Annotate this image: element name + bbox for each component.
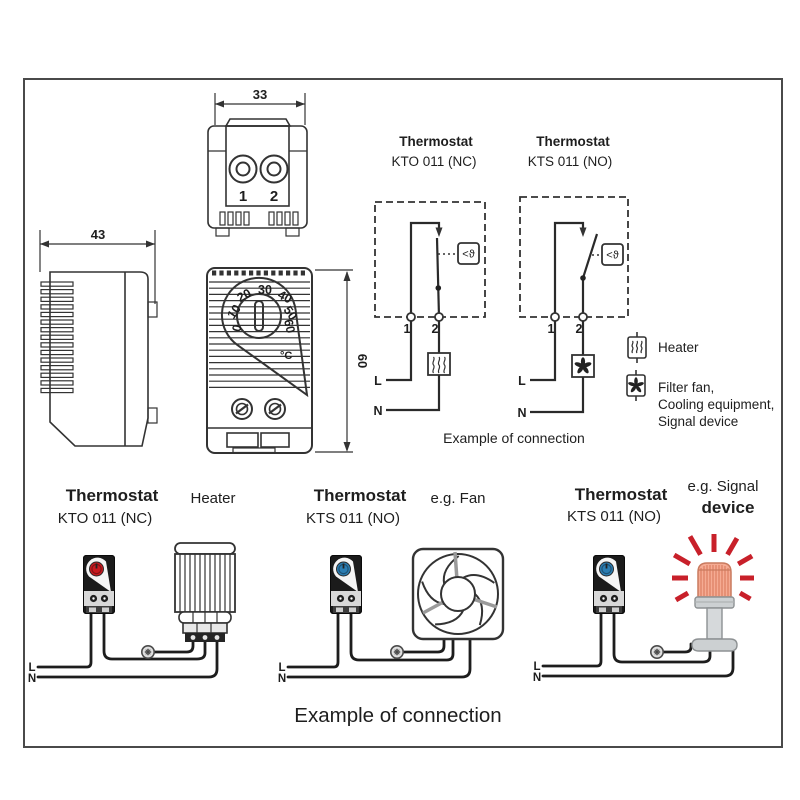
example1-wiring: L N <box>28 612 219 685</box>
circuit1-schematic: <ϑ 1 2 L N <box>373 201 486 418</box>
diagram-border-frame <box>23 78 783 748</box>
front-view-height-label: 60 <box>355 354 370 368</box>
circuit2-sensor-label: <ϑ <box>606 250 618 262</box>
circuit2-model: KTS 011 (NO) <box>527 154 613 169</box>
heater-device <box>174 542 236 642</box>
example2-device-label: e.g. Fan <box>430 490 486 507</box>
example1-model: KTO 011 (NC) <box>57 510 153 527</box>
dial-number-50: 50 <box>281 303 300 322</box>
ground-screw-icon <box>649 644 665 660</box>
example3-device-label-2: device <box>701 498 755 517</box>
legend-fan-icon <box>626 370 646 401</box>
ground-screw-icon <box>389 644 405 660</box>
circuit2-neutral-label: N <box>517 406 526 420</box>
no-contact <box>553 221 599 317</box>
circuit1-title: Thermostat <box>399 134 473 149</box>
example3-wiring: L N <box>533 612 735 684</box>
sensor-box: <ϑ <box>601 243 624 266</box>
side-view-body <box>40 271 158 447</box>
example2-model: KTS 011 (NO) <box>306 510 400 527</box>
circuit2-terminal-2: 2 <box>576 322 583 336</box>
dial-number-40: 40 <box>275 288 294 307</box>
side-view-dimension: 43 <box>39 227 156 304</box>
front-screws <box>231 398 286 420</box>
dial-scale: 20 30 40 10 50 0 60 <box>225 283 301 334</box>
circuit2-title: Thermostat <box>536 134 610 149</box>
dial-number-10: 10 <box>225 302 244 321</box>
example1-device-label: Heater <box>190 490 236 507</box>
legend-icons <box>626 332 647 401</box>
example3-line-label: L <box>533 661 540 673</box>
example2-neutral-label: N <box>278 673 286 685</box>
legend-heater-icon <box>627 332 647 363</box>
example1-line-label: L <box>28 662 35 674</box>
example1-title: Thermostat <box>65 486 159 505</box>
circuit1-neutral-label: N <box>373 404 382 418</box>
legend-fan-label-3: Signal device <box>658 414 739 429</box>
circuit1-terminal-1: 1 <box>404 322 411 336</box>
circuit2-terminal-1: 1 <box>548 322 555 336</box>
side-view-width-label: 43 <box>91 227 105 242</box>
example1-neutral-label: N <box>28 673 36 685</box>
circuit1-sensor-label: <ϑ <box>462 249 474 261</box>
top-view-width-label: 33 <box>253 87 267 102</box>
example2-wiring: L N <box>278 612 472 685</box>
example3-neutral-label: N <box>533 672 541 684</box>
example2-line-label: L <box>278 662 285 674</box>
example3-model: KTS 011 (NO) <box>567 508 661 525</box>
front-view-body: 20 30 40 10 50 0 60 °C <box>206 267 313 454</box>
circuit1-terminal-2: 2 <box>432 322 439 336</box>
schematic-caption: Example of connection <box>443 430 585 446</box>
dial-number-60: 60 <box>281 318 298 335</box>
circuit1-model: KTO 011 (NC) <box>391 154 477 169</box>
thermostat-device-red <box>82 554 116 615</box>
nc-contact <box>409 221 443 318</box>
top-view-drawing: 33 1 2 <box>207 87 308 237</box>
dial-unit-label: °C <box>280 350 292 362</box>
top-view-dimension: 33 <box>214 87 306 125</box>
dial-number-30: 30 <box>258 283 272 297</box>
legend-fan-label-2: Cooling equipment, <box>658 397 775 412</box>
dial-number-0: 0 <box>230 323 245 333</box>
top-view-terminal-1: 1 <box>239 188 247 205</box>
fan-symbol-icon <box>571 354 595 378</box>
connection-examples-drawing: L N L N <box>28 534 754 685</box>
circuit2-line-label: L <box>518 374 526 388</box>
dial-number-20: 20 <box>235 286 254 305</box>
top-view-body: 1 2 <box>207 118 308 237</box>
ground-screw-icon <box>141 644 155 660</box>
front-view-drawing: 20 30 40 10 50 0 60 °C 60 <box>206 267 370 454</box>
thermostat-device-blue <box>329 554 363 615</box>
fan-device <box>411 547 505 641</box>
thermostat-device-blue <box>592 554 626 615</box>
examples-caption: Example of connection <box>294 704 502 727</box>
example2-title: Thermostat <box>313 486 407 505</box>
top-view-terminal-2: 2 <box>270 188 278 205</box>
circuit2-schematic: <ϑ 1 2 L N <box>517 196 629 420</box>
side-view-drawing: 43 <box>39 227 158 447</box>
example3-title: Thermostat <box>574 485 668 504</box>
circuit1-line-label: L <box>374 374 382 388</box>
signal-beacon-device <box>672 534 754 652</box>
heater-symbol-icon <box>427 352 451 376</box>
legend-fan-label-1: Filter fan, <box>658 380 715 395</box>
legend-heater-label: Heater <box>658 340 699 355</box>
beacon-rays <box>672 534 754 603</box>
example3-device-label: e.g. Signal <box>687 478 759 495</box>
sensor-box: <ϑ <box>457 242 480 265</box>
front-view-dimension: 60 <box>315 269 370 453</box>
